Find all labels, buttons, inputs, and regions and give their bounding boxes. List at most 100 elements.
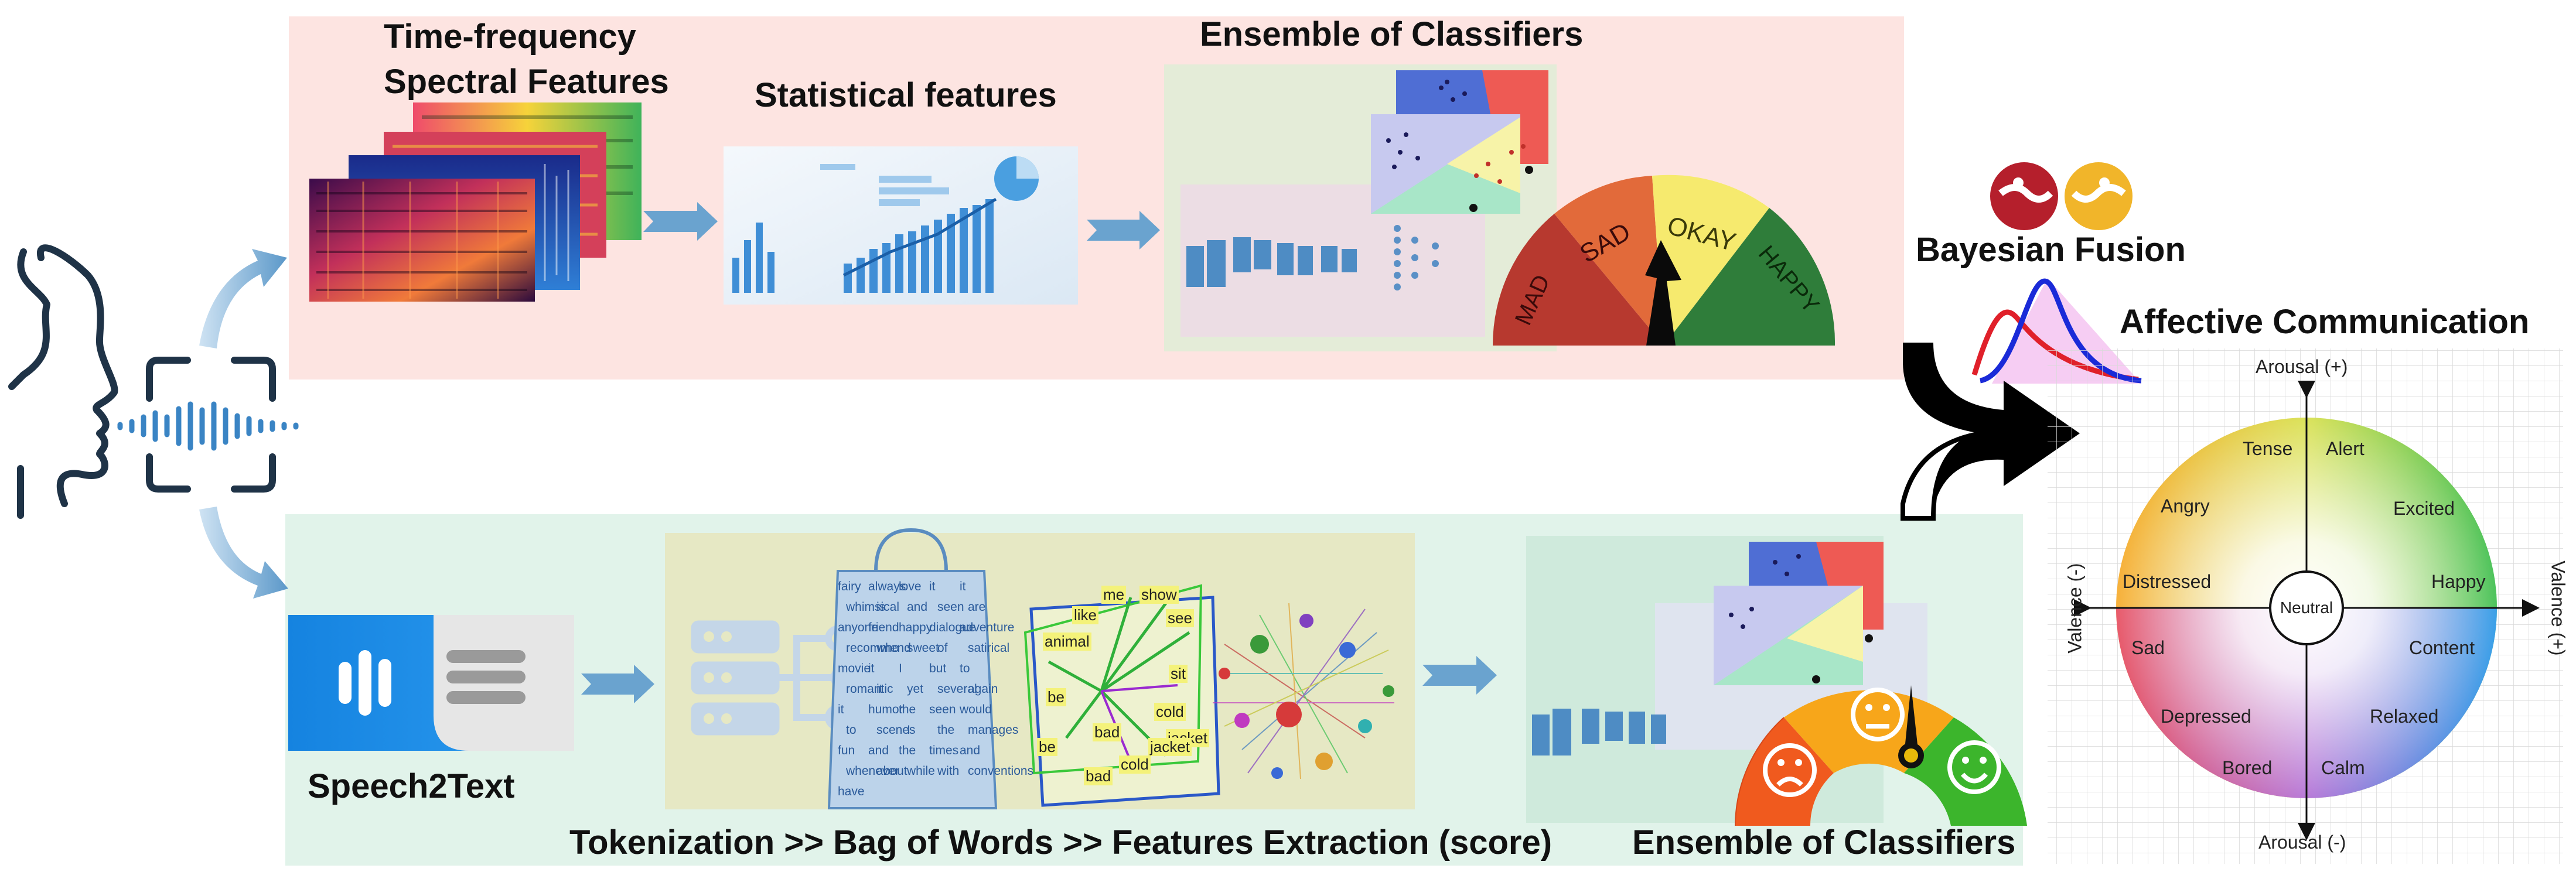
emotion-angry: Angry [2161,495,2210,517]
bag-word: conventions [968,764,1034,778]
bag-word: whimsical [846,600,900,614]
bag-word: happy [899,621,933,634]
emotion-content: Content [2409,637,2475,658]
bag-word: recommend [846,641,911,655]
chevron-arrow-icon [1087,211,1160,249]
spectral-features-title-line1: Time-frequency [384,18,636,56]
bag-word: seen [929,703,956,716]
emotion-tense: Tense [2243,438,2293,459]
affective-circumplex [2048,348,2563,864]
bag-word: the [899,744,916,757]
emotion-gauge-bottom [1735,685,2027,826]
bag-word: friend [868,621,899,634]
bag-word: again [968,682,998,696]
ensemble-bottom-title: Ensemble of Classifiers [1632,823,2016,862]
graph-word: sit [1169,665,1188,683]
graph-word: jacket [1148,738,1192,756]
chevron-arrow-icon [1422,656,1497,695]
bag-word: satirical [968,641,1010,655]
bag-word: and [907,600,928,614]
pipeline-label: Tokenization >> Bag of Words >> Features… [569,823,1553,862]
graph-word: show [1139,586,1179,604]
bag-word: several [937,682,977,696]
statistical-features-title: Statistical features [755,76,1057,114]
soundwave-icon [117,401,299,451]
bag-word: love [899,580,922,593]
bag-word: while [907,764,935,778]
ensemble-classifier-top-image [1164,64,1557,351]
bag-word: it [929,580,936,593]
text-processing-image [665,528,1415,809]
bag-word: whenever [846,764,900,778]
bag-word: and [960,744,981,757]
affective-communication-title: Affective Communication [2120,303,2530,341]
graph-word: cold [1119,755,1151,774]
emotion-calm: Calm [2321,757,2365,778]
bag-word: anyone [838,621,878,634]
graph-word: bad [1093,723,1122,741]
ensemble-top-title: Ensemble of Classifiers [1200,15,1584,53]
emotion-distressed: Distressed [2123,571,2212,592]
voice-capture-frame-icon [146,357,276,493]
emotion-happy: Happy [2431,571,2486,592]
bag-word: it [868,662,875,675]
word-graph-labels: meshowlikeseeanimalbesitbadcoldjacketbeb… [1031,586,1219,808]
bag-word: but [929,662,947,675]
bag-word: movie [838,662,871,675]
bag-word: adventure [960,621,1015,634]
bag-word: of [937,641,948,655]
graph-word: animal [1043,633,1091,651]
bag-word: with [937,764,960,778]
bag-word: sweet [907,641,939,655]
flow-arrow-to-audio [199,249,287,348]
bag-word: to [846,723,857,737]
valence-positive-label: Valence (+) [2547,560,2569,656]
bayesian-fusion-logo-icon [1990,162,2133,230]
bag-word: who [876,641,899,655]
spectrogram-stack [309,102,642,302]
graph-word: bad [1084,767,1113,785]
ensemble-classifier-bottom-image [1526,536,1927,823]
bag-word: it [838,703,844,716]
valence-negative-label: Valence (-) [2064,563,2086,654]
bag-word: to [960,662,970,675]
graph-word: be [1037,738,1057,756]
bag-word: I [907,723,910,737]
bag-word: fun [838,744,855,757]
arousal-negative-label: Arousal (-) [2258,832,2346,853]
bag-word: humor [868,703,903,716]
emotion-excited: Excited [2393,498,2455,519]
speech2text-icon[interactable] [288,615,574,751]
bag-word: are [968,600,986,614]
bag-word: yet [907,682,924,696]
bag-word: it [876,682,883,696]
network-graph [1213,603,1394,780]
neutral-label: Neutral [2280,599,2333,617]
neutral-face-icon [1851,688,1905,741]
emotion-depressed: Depressed [2161,706,2251,727]
bag-word: seen [937,600,964,614]
bag-word: about [876,764,907,778]
bag-word: scenes [876,723,916,737]
graph-word: cold [1154,703,1186,721]
bag-word: I [899,662,902,675]
bayesian-fusion-title: Bayesian Fusion [1916,231,2186,269]
arousal-positive-label: Arousal (+) [2256,356,2348,377]
graph-word: like [1072,606,1099,624]
chevron-arrow-icon [581,665,654,703]
flow-arrow-to-text [199,507,288,599]
bag-word: times [929,744,959,757]
spectral-features-title-line2: Spectral Features [384,63,669,101]
fusion-merge-arrow [1901,343,2080,521]
sad-face-icon [1763,743,1817,797]
statistical-charts-image [724,146,1078,305]
emotion-relaxed: Relaxed [2370,706,2439,727]
bag-word: the [937,723,955,737]
bag-word: fairy [838,580,861,593]
bag-word: it [960,580,966,593]
bag-word: dialogue [929,621,976,634]
emotion-sad: Sad [2131,637,2165,658]
bag-word: manages [968,723,1019,737]
mood-gauge-top [1492,175,1835,346]
